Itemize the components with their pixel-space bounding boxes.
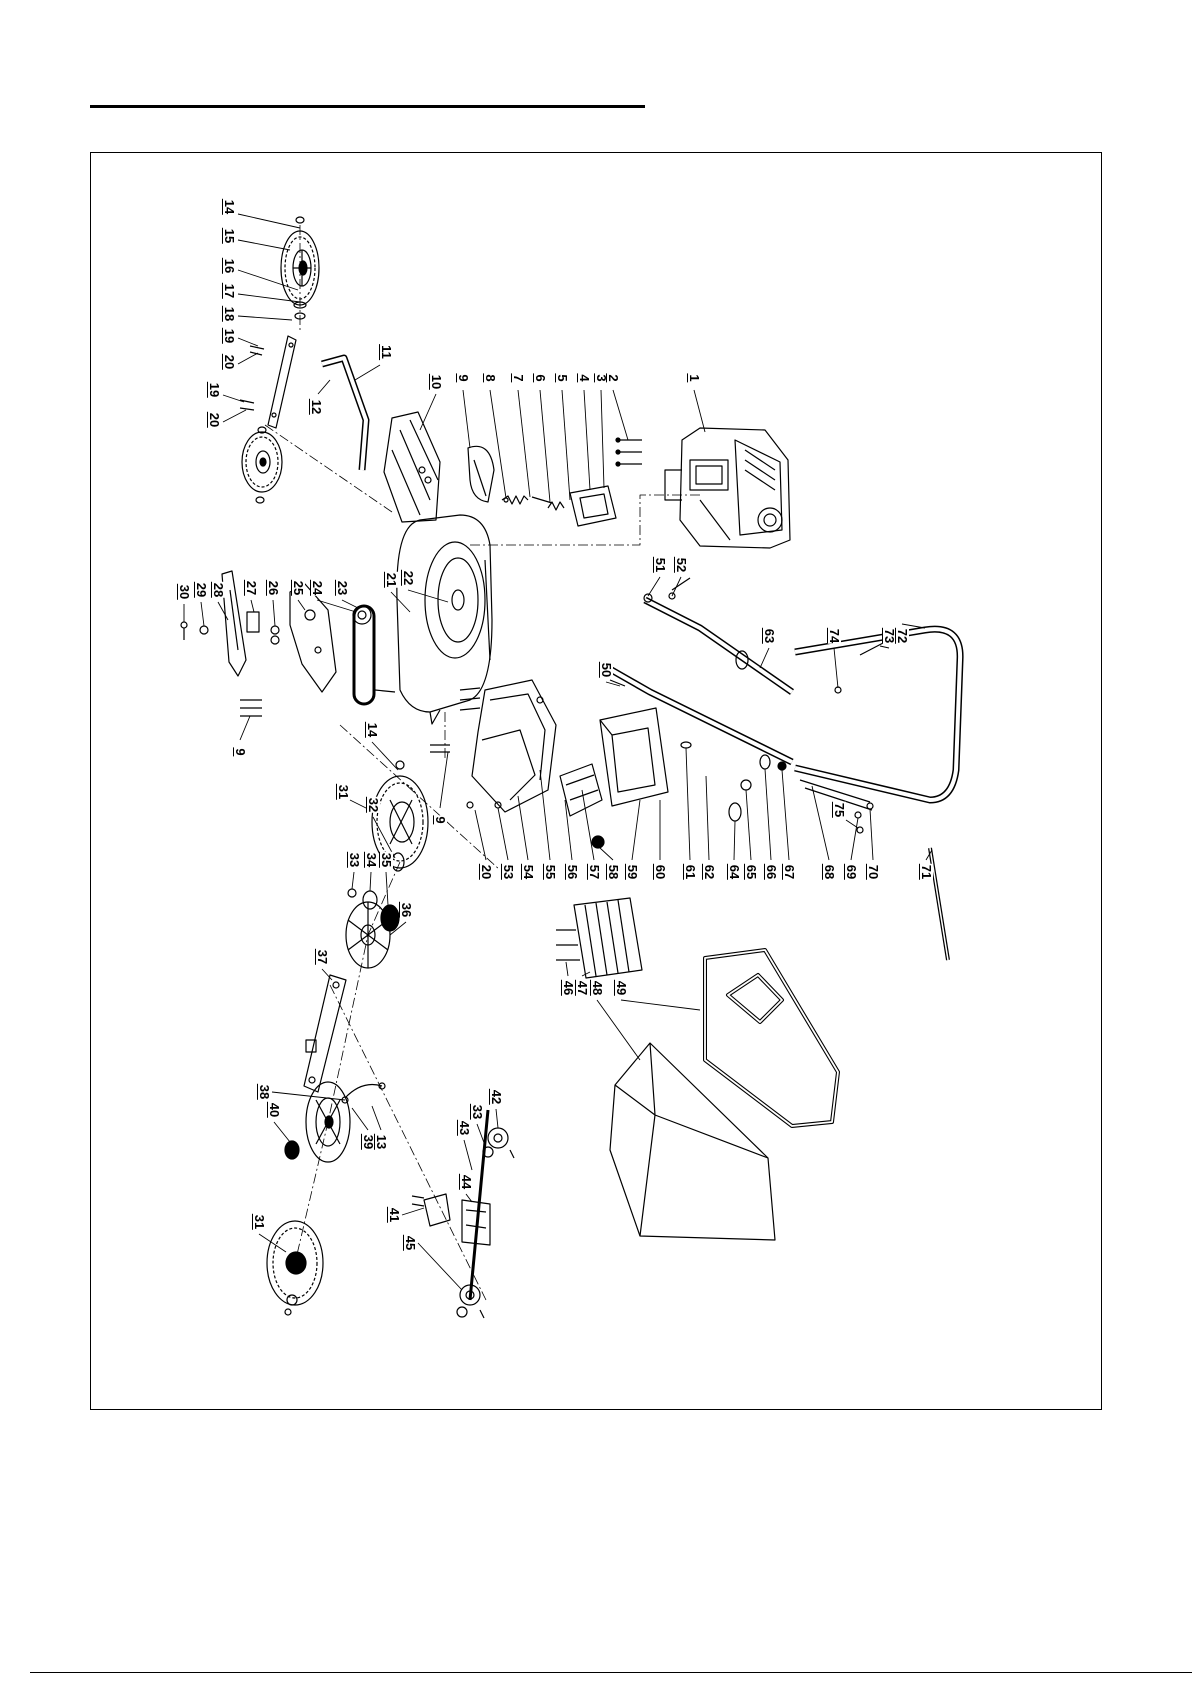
- callout-label: 31: [252, 1214, 266, 1230]
- callout-label: 43: [457, 1120, 471, 1136]
- callout-label: 42: [489, 1089, 503, 1105]
- callout-label: 5: [555, 373, 569, 382]
- callout-label: 7: [511, 373, 525, 382]
- callout-label: 26: [266, 580, 280, 596]
- callout-label: 45: [403, 1235, 417, 1251]
- callout-label: 9: [233, 747, 247, 756]
- callout-label: 63: [762, 628, 776, 644]
- callout-label: 31: [336, 784, 350, 800]
- callout-label: 32: [366, 797, 380, 813]
- callout-label: 47: [575, 980, 589, 996]
- callout-label: 71: [919, 864, 933, 880]
- callout-label: 57: [587, 864, 601, 880]
- callout-label: 9: [456, 373, 470, 382]
- callout-label: 25: [291, 580, 305, 596]
- callout-label: 44: [459, 1174, 473, 1190]
- callout-label: 59: [625, 864, 639, 880]
- callout-label: 54: [521, 864, 535, 880]
- callout-label: 14: [222, 199, 236, 215]
- callout-label: 21: [384, 572, 398, 588]
- callout-label: 66: [764, 864, 778, 880]
- callout-label: 4: [577, 373, 591, 382]
- callout-label: 40: [267, 1102, 281, 1118]
- callout-label: 69: [844, 864, 858, 880]
- callout-label: 19: [222, 328, 236, 344]
- callout-label: 20: [222, 354, 236, 370]
- callout-label: 52: [674, 557, 688, 573]
- callout-label: 10: [429, 374, 443, 390]
- callout-label: 53: [501, 864, 515, 880]
- callout-label: 8: [483, 373, 497, 382]
- callout-label: 33: [347, 852, 361, 868]
- callout-label: 27: [244, 580, 258, 596]
- callout-label: 2: [606, 373, 620, 382]
- callout-label: 64: [727, 864, 741, 880]
- callout-label: 20: [479, 864, 493, 880]
- callout-label: 23: [335, 580, 349, 596]
- callout-label: 49: [614, 980, 628, 996]
- callout-label: 58: [606, 864, 620, 880]
- callout-label: 33: [470, 1104, 484, 1120]
- callout-label: 73: [882, 628, 896, 644]
- callout-label: 19: [207, 382, 221, 398]
- callout-label: 24: [310, 580, 324, 596]
- callout-label: 20: [207, 412, 221, 428]
- callout-label: 60: [653, 864, 667, 880]
- callout-label: 29: [194, 582, 208, 598]
- callout-label: 36: [399, 902, 413, 918]
- callout-label: 22: [401, 570, 415, 586]
- callout-label: 75: [832, 802, 846, 818]
- callout-label: 72: [895, 628, 909, 644]
- callout-label: 68: [822, 864, 836, 880]
- callout-label: 11: [379, 344, 393, 360]
- callout-label: 65: [744, 864, 758, 880]
- callout-label: 37: [315, 949, 329, 965]
- callout-label: 38: [257, 1084, 271, 1100]
- callout-label: 48: [590, 980, 604, 996]
- callout-label: 39: [361, 1134, 375, 1150]
- callout-label: 70: [866, 864, 880, 880]
- callout-label: 51: [653, 557, 667, 573]
- callout-label: 28: [211, 582, 225, 598]
- callout-label: 13: [374, 1134, 388, 1150]
- callout-label: 41: [387, 1207, 401, 1223]
- callout-label: 12: [309, 399, 323, 415]
- callout-label: 56: [565, 864, 579, 880]
- callout-label: 67: [782, 864, 796, 880]
- callout-label: 18: [222, 306, 236, 322]
- callout-label: 50: [599, 662, 613, 678]
- callout-label: 6: [533, 373, 547, 382]
- callout-label: 62: [702, 864, 716, 880]
- callout-label: 16: [222, 258, 236, 274]
- callout-label: 61: [683, 864, 697, 880]
- callout-label: 74: [827, 628, 841, 644]
- callout-label: 55: [543, 864, 557, 880]
- callout-label: 34: [364, 852, 378, 868]
- callout-label: 46: [561, 980, 575, 996]
- callout-label: 14: [365, 722, 379, 738]
- callout-label: 35: [379, 852, 393, 868]
- callout-label: 9: [433, 815, 447, 824]
- callout-label: 1: [687, 373, 701, 382]
- callout-label: 30: [177, 584, 191, 600]
- callout-label: 17: [222, 283, 236, 299]
- callout-label: 15: [222, 228, 236, 244]
